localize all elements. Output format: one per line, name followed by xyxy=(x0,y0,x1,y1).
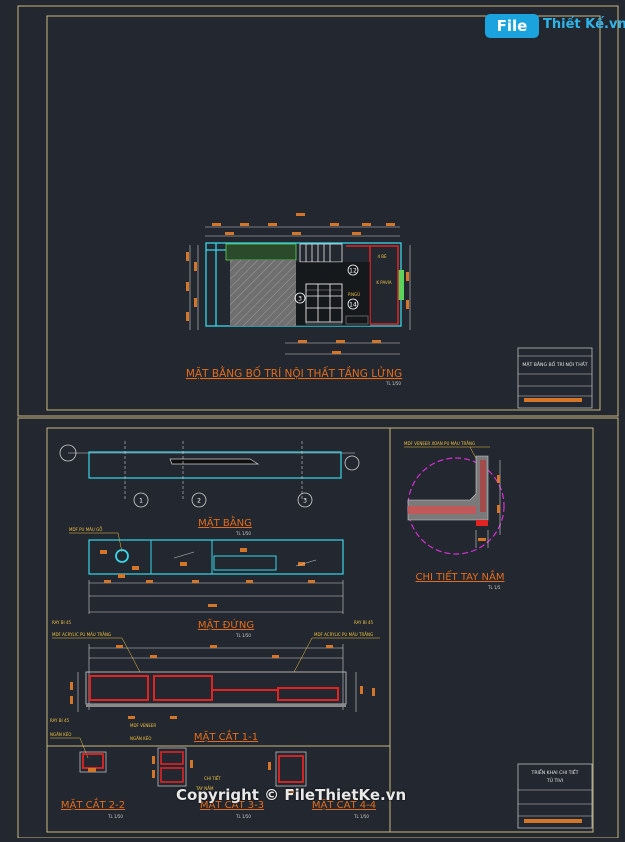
sec-marker-3: 3 xyxy=(303,498,307,505)
note-ngan-keo: NGĂN KÉO xyxy=(50,732,71,737)
bottom-title-block: TRIỂN KHAI CHI TIẾT TỦ TIVI xyxy=(517,763,593,829)
detail-plan-title: MẶT BẰNG xyxy=(198,515,252,529)
note-ngan-keo-2: NGĂN KÉO xyxy=(130,736,151,741)
plan-markers: 12 3 14 xyxy=(294,264,359,310)
section-4-4: MẶT CẮT 4-4 TL 1/50 xyxy=(268,751,376,819)
detail-elev-scale: TL 1/50 xyxy=(235,633,251,638)
detail-plan-scale: TL 1/50 xyxy=(235,531,251,536)
section-3-3: MDF VENEER NGĂN KÉO CHI TIẾT TAY NẮM MẶT… xyxy=(130,723,264,819)
room-label-c: P.NGỦ xyxy=(348,292,360,297)
sec-marker-1: 1 xyxy=(139,498,143,505)
section-3-3-title: MẶT CẮT 3-3 xyxy=(200,797,264,811)
note-mdf-acrylic-2: MDF ACRYLIC PU MÀU TRẮNG xyxy=(314,632,373,637)
detail-elev-title: MẶT ĐỨNG xyxy=(198,618,254,631)
section-4-4-title: MẶT CẮT 4-4 xyxy=(312,797,376,811)
note-chi-tiet: CHI TIẾT xyxy=(204,775,221,781)
tv-cabinet-plan: 1 2 3 MẶT BẰNG TL 1/50 xyxy=(59,441,360,536)
note-mdf-acrylic-1: MDF ACRYLIC PU MÀU TRẮNG xyxy=(52,632,111,637)
section-1-1: RAY BI 45 MDF ACRYLIC PU MÀU TRẮNG RAY B… xyxy=(52,620,380,743)
section-2-2: RAY BI 45 NGĂN KÉO MẶT CẮT 2-2 TL 1/50 xyxy=(50,718,125,819)
room-label-a: 4 BÉ xyxy=(377,254,387,259)
bottom-block-line2: TỦ TIVI xyxy=(546,776,563,784)
logo-badge: File xyxy=(485,14,539,38)
handle-title: CHI TIẾT TAY NẮM xyxy=(416,569,505,583)
note-ray-2: RAY BI 45 xyxy=(354,620,373,625)
section-2-2-title: MẶT CẮT 2-2 xyxy=(61,797,125,811)
filethietke-logo: File Thiết Kế.vn xyxy=(485,14,625,40)
bottom-block-line1: TRIỂN KHAI CHI TIẾT xyxy=(531,768,579,776)
plan-scale: TL 1/50 xyxy=(385,381,401,386)
handle-scale: TL 1/5 xyxy=(487,585,501,590)
tv-cabinet-elevation: MDF PU MÀU GỖ MẶT ĐỨNG TL 1/50 xyxy=(69,527,344,638)
logo-text: Thiết Kế.vn xyxy=(543,17,625,32)
note-veneer: MDF VENEER XOAN PU MÀU TRẮNG xyxy=(404,441,475,446)
note-tay-nam: TAY NẮM xyxy=(195,786,214,791)
sheet-frames xyxy=(17,5,619,839)
planter xyxy=(225,243,297,261)
room-label-b: K PAVIA xyxy=(376,280,391,285)
copyright-watermark: Copyright © FileThietKe.vn xyxy=(176,786,407,804)
note-mdf: MDF PU MÀU GỖ xyxy=(69,527,102,532)
top-block-text: MẶT BẰNG BỐ TRÍ NỘI THẤT xyxy=(522,360,587,368)
section-2-2-scale: TL 1/50 xyxy=(107,814,123,819)
marker-3: 3 xyxy=(298,296,302,303)
marker-14: 14 xyxy=(349,302,357,309)
plan-title: MẶT BẰNG BỐ TRÍ NỘI THẤT TẦNG LỬNG xyxy=(186,366,402,380)
marker-12: 12 xyxy=(349,268,357,275)
section-3-3-scale: TL 1/50 xyxy=(235,814,251,819)
sec-marker-2: 2 xyxy=(197,498,201,505)
section-4-4-scale: TL 1/50 xyxy=(353,814,369,819)
note-ray-1: RAY BI 45 xyxy=(52,620,71,625)
section-1-1-title: MẶT CẮT 1-1 xyxy=(194,729,258,743)
note-mdf-veneer-2: MDF VENEER xyxy=(130,723,156,728)
top-title-block: MẶT BẰNG BỐ TRÍ NỘI THẤT xyxy=(517,347,593,409)
handle-detail: MDF VENEER XOAN PU MÀU TRẮNG CHI TIẾT TA… xyxy=(404,441,505,590)
mezzanine-floor-plan: 12 3 14 4 BÉ K PAVIA P.NGỦ MẶT BẰNG BỐ T… xyxy=(186,213,411,386)
note-ray-bi: RAY BI 45 xyxy=(50,718,69,723)
